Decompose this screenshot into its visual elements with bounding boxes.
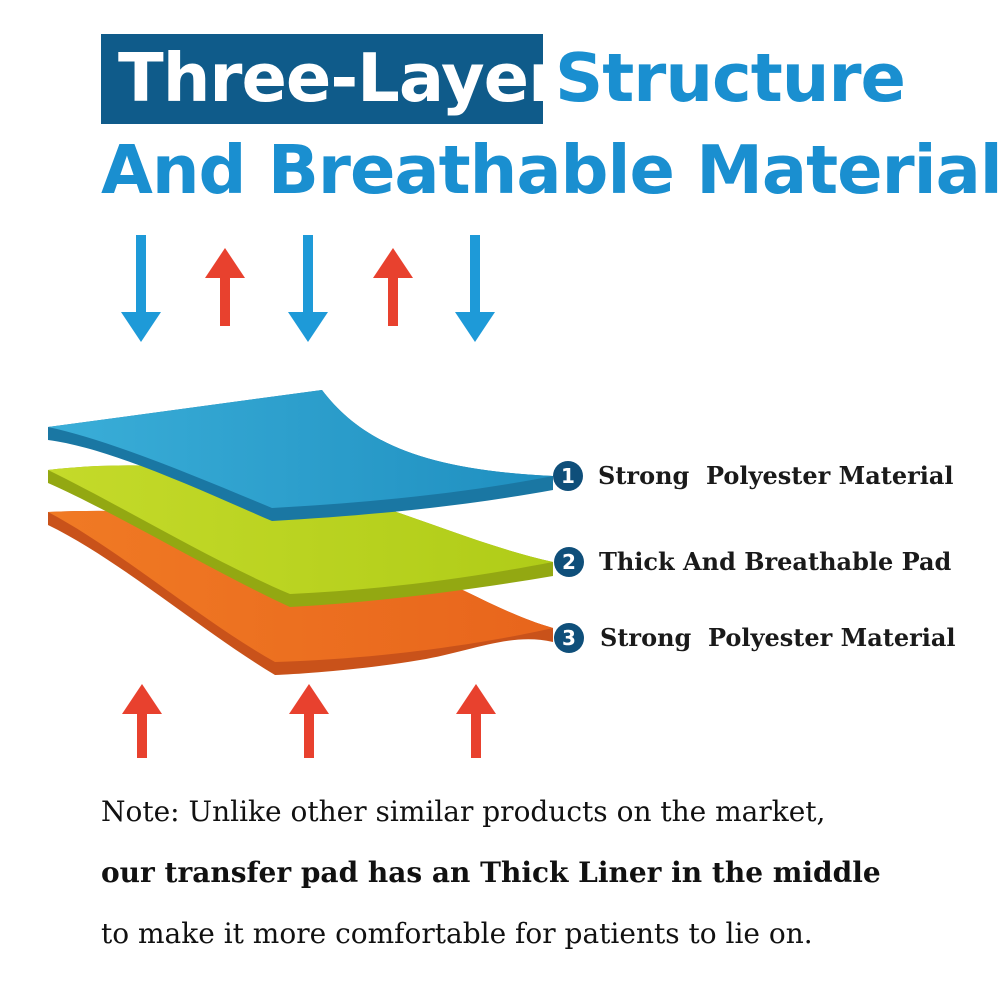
layer-1-label: Strong Polyester Material <box>598 461 954 490</box>
arrow-down-icon <box>455 235 495 342</box>
layer-3-number-badge: 3 <box>554 623 584 653</box>
arrow-down-icon <box>288 235 328 342</box>
arrow-up-icon <box>289 684 329 758</box>
title-line2-text: And Breathable Material <box>101 131 1001 209</box>
arrow-up-icon <box>205 248 245 326</box>
layer-1-number-badge: 1 <box>553 461 583 491</box>
layer-3-label: Strong Polyester Material <box>600 623 956 652</box>
layer-2-label: Thick And Breathable Pad <box>599 547 952 576</box>
note-line-3: to make it more comfortable for patients… <box>101 917 813 950</box>
layer-2-number-badge: 2 <box>554 547 584 577</box>
title-highlight-box <box>101 34 543 124</box>
arrow-down-icon <box>121 235 161 342</box>
note-line-1: Note: Unlike other similar products on t… <box>101 795 826 828</box>
arrow-up-icon <box>456 684 496 758</box>
arrow-up-icon <box>122 684 162 758</box>
arrow-up-icon <box>373 248 413 326</box>
layer-2-shape <box>48 465 553 607</box>
layer-1-shape <box>48 390 553 521</box>
title-rest-text: Structure <box>555 39 906 117</box>
title-highlight-text: Three-Layer <box>118 39 561 117</box>
note-line-2: our transfer pad has an Thick Liner in t… <box>101 856 881 889</box>
